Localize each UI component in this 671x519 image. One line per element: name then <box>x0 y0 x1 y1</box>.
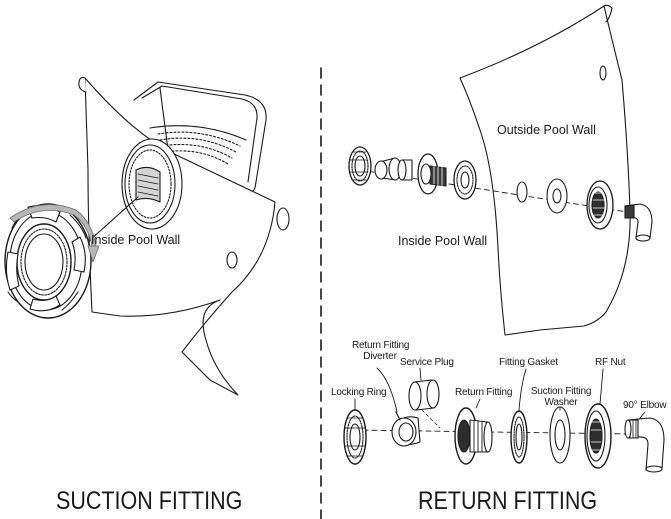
skimmer-faceplate <box>122 139 182 229</box>
top-diverter <box>375 158 401 180</box>
leader-service-plug <box>420 368 421 380</box>
label-washer-line2: Washer <box>544 397 578 408</box>
part-return-fitting <box>455 408 492 464</box>
top-fitting-gasket <box>454 161 476 199</box>
top-service-plug <box>398 160 412 180</box>
parts-row <box>344 368 664 472</box>
label-locking-ring: Locking Ring <box>331 387 387 398</box>
return-assembly <box>349 5 652 335</box>
leader-return-fitting <box>476 399 480 408</box>
label-fitting-gasket: Fitting Gasket <box>499 357 558 368</box>
label-return-fitting: Return Fitting <box>455 387 513 398</box>
return-inside-wall-label: Inside Pool Wall <box>398 234 488 248</box>
part-locking-ring <box>344 410 366 464</box>
part-service-plug <box>409 380 440 428</box>
top-elbow <box>625 204 652 241</box>
part-washer <box>550 407 570 463</box>
part-rf-nut <box>585 404 611 468</box>
part-fitting-gasket <box>511 411 527 463</box>
label-washer: Suction Fitting Washer <box>530 386 592 408</box>
leader-elbow <box>640 412 645 418</box>
suction-locking-ring <box>5 204 99 318</box>
suction-title: SUCTION FITTING <box>56 487 243 515</box>
suction-wall-label: Inside Pool Wall <box>91 233 181 247</box>
top-locking-ring <box>349 147 371 185</box>
label-diverter-line2: Diverter <box>363 351 397 362</box>
return-title: RETURN FITTING <box>418 487 598 515</box>
label-diverter: Return Fitting Diverter <box>352 340 410 362</box>
suction-leader-line <box>90 197 138 240</box>
top-washer <box>547 179 567 213</box>
top-rf-nut <box>587 181 613 229</box>
wall-hole <box>517 182 527 202</box>
label-washer-line1: Suction Fitting <box>530 386 592 397</box>
top-return-fitting <box>418 154 446 194</box>
label-elbow: 90° Elbow <box>623 400 667 411</box>
leader-diverter <box>377 368 397 412</box>
leader-fitting-gasket <box>519 369 526 410</box>
label-service-plug: Service Plug <box>400 357 454 368</box>
part-diverter <box>392 412 420 446</box>
label-diverter-line1: Return Fitting <box>352 340 410 351</box>
return-pool-wall <box>460 6 630 335</box>
part-elbow <box>625 418 664 472</box>
suction-assembly <box>5 78 289 396</box>
outside-wall-label: Outside Pool Wall <box>497 123 596 137</box>
label-rf-nut: RF Nut <box>595 357 626 368</box>
leader-rf-nut <box>600 369 603 404</box>
